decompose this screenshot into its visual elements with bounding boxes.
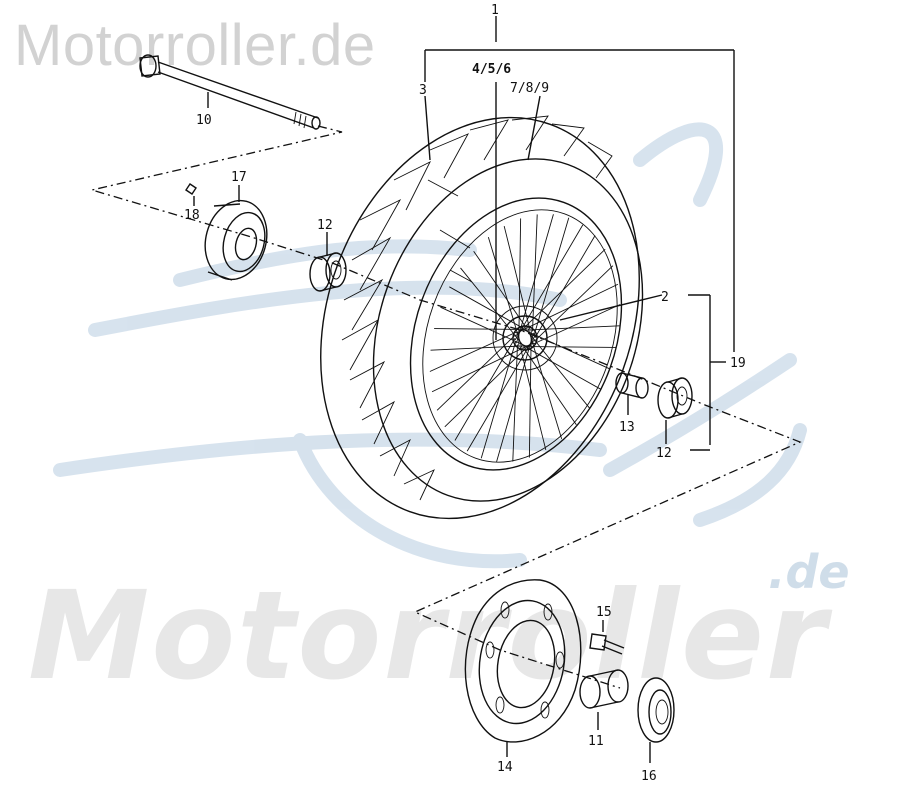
spoke-line xyxy=(444,339,536,428)
spoke-line xyxy=(534,235,596,339)
spoke-line xyxy=(454,337,516,441)
spoke-line xyxy=(514,224,584,341)
spoke-line xyxy=(440,306,529,348)
spoke-line xyxy=(473,250,527,329)
bolt-part xyxy=(589,633,625,655)
spoke-line xyxy=(523,347,577,426)
collar-part xyxy=(579,669,629,709)
label-1: 1 xyxy=(491,3,499,18)
spoke-line xyxy=(516,283,619,334)
watermark-suffix: .de xyxy=(768,545,850,599)
tire-part xyxy=(320,115,644,520)
spoke-line xyxy=(496,332,534,462)
spoke-line xyxy=(518,325,620,331)
spacer-part xyxy=(615,372,649,399)
spoke-line xyxy=(534,265,614,342)
wheel-spokes xyxy=(429,214,621,462)
label-14: 14 xyxy=(497,760,513,775)
spoke-line xyxy=(530,346,616,348)
spoke-line xyxy=(460,267,526,349)
spoke-line xyxy=(518,218,522,346)
label-17: 17 xyxy=(231,170,247,185)
label-3: 3 xyxy=(419,83,427,98)
label-19: 19 xyxy=(730,356,746,371)
small-pin-part xyxy=(185,183,197,195)
label-2: 2 xyxy=(661,290,669,305)
spoke-line xyxy=(528,330,532,458)
spoke-line xyxy=(436,334,516,411)
label-11: 11 xyxy=(588,734,604,749)
spoke-line xyxy=(516,214,554,344)
brake-disc-part xyxy=(464,579,582,743)
spoke-line xyxy=(429,331,518,372)
bearing-left-part xyxy=(309,252,347,292)
label-12-right: 12 xyxy=(656,446,672,461)
label-4-5-6: 4/5/6 xyxy=(472,62,511,77)
part-labels: 1 2 3 4/5/6 7/8/9 10 11 12 12 13 14 15 1… xyxy=(184,3,746,784)
label-10: 10 xyxy=(196,113,212,128)
watermark-top: Motorroller.de xyxy=(14,13,376,78)
label-15: 15 xyxy=(596,605,612,620)
spoke-line xyxy=(430,345,532,351)
spoke-line xyxy=(466,335,536,452)
spoke-line xyxy=(526,347,601,390)
seal-part xyxy=(637,677,675,743)
spoke-line xyxy=(532,304,621,345)
label-7-8-9: 7/8/9 xyxy=(510,81,549,96)
side-cover-part xyxy=(204,199,268,281)
spoke-line xyxy=(431,342,534,393)
watermark-big: Motorroller xyxy=(28,565,829,707)
leader-lines xyxy=(193,16,735,763)
spoke-line xyxy=(512,344,518,462)
spoke-line xyxy=(524,327,590,409)
label-13: 13 xyxy=(619,420,635,435)
spoke-line xyxy=(487,236,523,348)
spoke-line xyxy=(480,341,517,459)
axle-part xyxy=(139,54,321,130)
spoke-line xyxy=(532,214,538,332)
spoke-line xyxy=(514,248,606,337)
spoke-line xyxy=(449,286,524,329)
spoke-line xyxy=(434,328,520,330)
label-18: 18 xyxy=(184,208,200,223)
bearing-right-part xyxy=(657,377,693,419)
spoke-line xyxy=(533,217,570,335)
label-16: 16 xyxy=(641,769,657,784)
label-12-left: 12 xyxy=(317,218,333,233)
